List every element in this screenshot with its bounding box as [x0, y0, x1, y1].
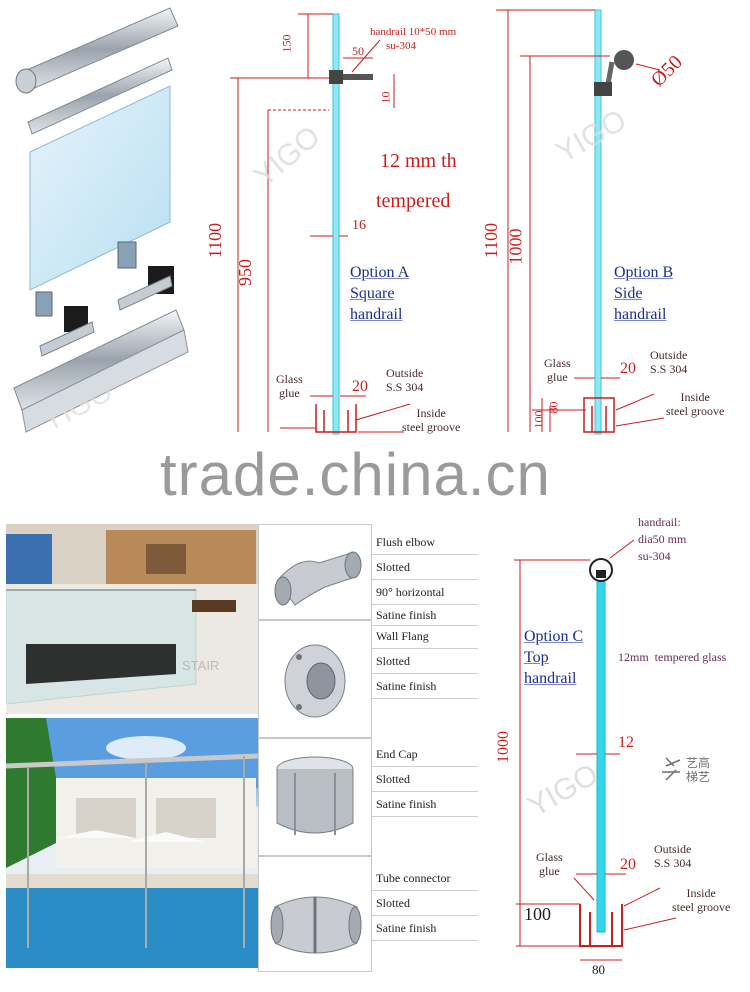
accessory-row [258, 738, 372, 856]
option-c-title: Option C [524, 628, 584, 645]
outside-label-c: Outside S.S 304 [654, 842, 692, 870]
accessory-line: Satine finish [372, 916, 478, 941]
accessory-line: Slotted [372, 891, 478, 916]
dim-10-a: 10 [378, 91, 393, 104]
flange-icon [284, 644, 346, 718]
accessory-line: 90° horizontal [372, 580, 478, 605]
option-a-title: Option A [350, 264, 410, 281]
accessory-line: Slotted [372, 767, 478, 792]
outside-label-a: Outside S.S 304 [386, 366, 424, 394]
end-cap-icon [276, 756, 354, 835]
option-a-drawing [230, 13, 411, 435]
inside-label-c: Inside steel groove [672, 886, 731, 914]
dim-20-a: 20 [352, 378, 368, 395]
glass-thickness-label-a: 12 mm th [380, 150, 457, 172]
option-c-drawing [514, 539, 681, 961]
accessory-text-block: Flush elbow Slotted 90° horizontal Satin… [372, 530, 478, 626]
dim-20-b: 20 [620, 360, 636, 377]
accessory-line: Slotted [372, 555, 478, 580]
exploded-assembly-drawing [13, 7, 189, 433]
tube-connector-icon [270, 896, 362, 954]
exploded-assembly: YIGO [0, 0, 190, 450]
accessory-line: Satine finish [372, 674, 478, 699]
dim-20-c: 20 [620, 856, 636, 873]
dim-16-a: 16 [352, 218, 366, 233]
dim-1100-b: 1100 [481, 222, 502, 259]
option-c-handrail: handrail [524, 670, 577, 687]
option-c-diagram: handrail: dia50 mm su-304 Option C Top h… [480, 500, 750, 992]
option-a-diagram: handrail 10*50 mm su-304 150 50 10 12 mm… [190, 0, 490, 450]
accessory-row [258, 620, 372, 738]
accessory-name: Flush elbow [372, 530, 478, 555]
option-b-diagram: Ø50 1100 1000 Option B Side handrail Gla… [481, 0, 750, 450]
brand-logo-cn: 艺高 梯艺 [686, 756, 711, 784]
accessories-table: Flush elbow Slotted 90° horizontal Satin… [258, 524, 480, 972]
dim-100-b: 100 [531, 410, 546, 429]
option-a-handrail: handrail [350, 306, 403, 323]
accessory-name: Wall Flang [372, 624, 478, 649]
accessory-text-block: Tube connector Slotted Satine finish [372, 866, 478, 941]
watermark-stair: STAIR [182, 658, 220, 673]
dim-50-a: 50 [352, 44, 364, 58]
dim-12-c: 12 [618, 734, 634, 751]
handrail-note-a: handrail 10*50 mm [370, 26, 457, 38]
dim-150-a: 150 [279, 34, 294, 53]
dim-1000-b: 1000 [505, 228, 526, 265]
handrail-material-a: su-304 [386, 40, 416, 52]
accessory-line: Satine finish [372, 605, 478, 626]
accessory-row [258, 856, 372, 972]
option-c-subtitle: Top [524, 649, 549, 666]
dim-950-a: 950 [235, 259, 255, 286]
dim-80-b: 80 [546, 401, 561, 414]
handrail-note-c: handrail: dia50 mm su-304 [638, 515, 687, 563]
accessory-line: Slotted [372, 649, 478, 674]
accessory-text-block: Wall Flang Slotted Satine finish [372, 624, 478, 699]
glass-glue-a: Glass glue [276, 372, 303, 400]
accessory-text-block: End Cap Slotted Satine finish [372, 742, 478, 817]
glass-glue-b: Glass glue [544, 356, 571, 384]
option-b-handrail: handrail [614, 306, 667, 323]
glass-type-label-a: tempered [376, 190, 451, 212]
option-a-subtitle: Square [350, 285, 395, 302]
accessory-line: Satine finish [372, 792, 478, 817]
glass-glue-c: Glass glue [536, 850, 563, 878]
elbow-icon [274, 551, 362, 606]
accessory-name: Tube connector [372, 866, 478, 891]
inside-label-b: Inside steel groove [666, 390, 725, 418]
pool-photo [6, 718, 258, 968]
option-b-subtitle: Side [614, 285, 643, 302]
dim-1000-c: 1000 [495, 731, 512, 763]
glass-note-c: 12mm tempered glass [618, 650, 727, 664]
dim-1100-a: 1100 [205, 222, 226, 259]
option-b-drawing [496, 9, 665, 435]
inside-label-a: Inside steel groove [402, 406, 461, 434]
trade-watermark: trade.china.cn [160, 441, 551, 508]
interior-photo: STAIR [6, 524, 258, 714]
outside-label-b: Outside S.S 304 [650, 348, 688, 376]
dim-100-c: 100 [524, 904, 551, 924]
interior-photo-drawing [6, 524, 258, 714]
option-b-title: Option B [614, 264, 674, 281]
accessory-name: End Cap [372, 742, 478, 767]
accessory-row [258, 524, 372, 620]
dim-80-c: 80 [592, 962, 605, 977]
pool-photo-drawing [6, 718, 258, 968]
